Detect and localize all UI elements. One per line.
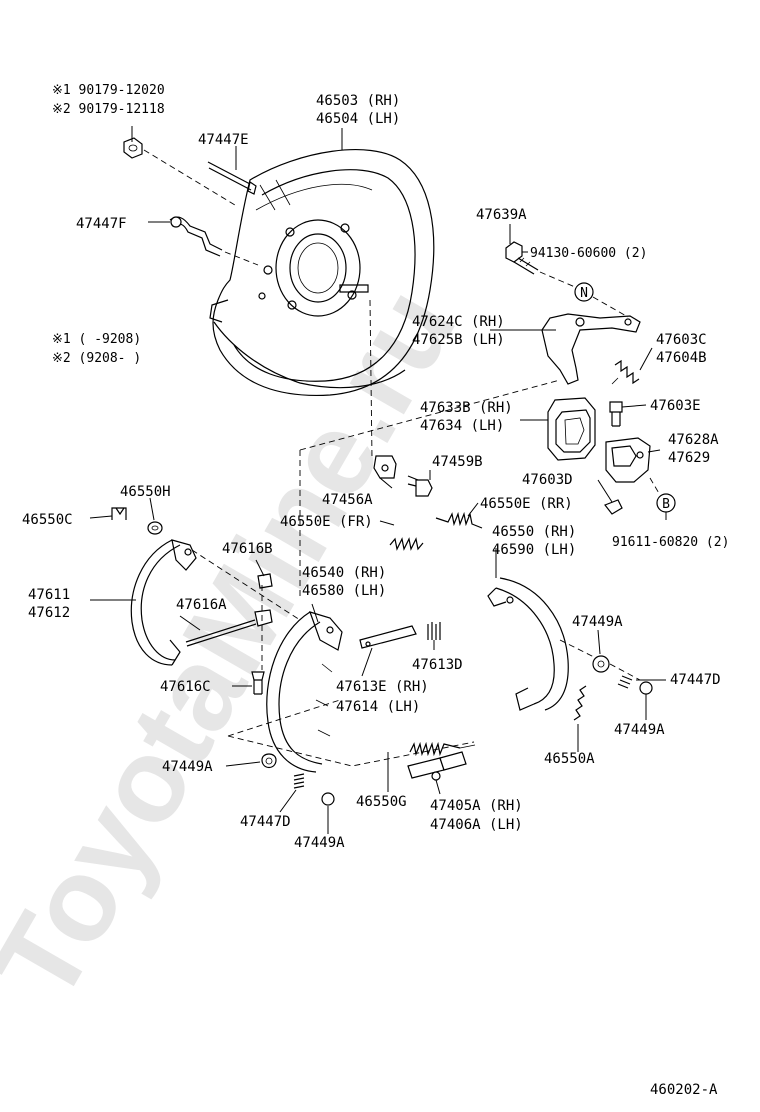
pin-47616C [251, 671, 265, 695]
spring-47613D [427, 622, 441, 640]
label-47634: 47634 (LH) [420, 418, 504, 434]
pipe-47447F [169, 216, 223, 257]
label-47405A: 47405A (RH) [430, 798, 523, 814]
label-46550E-rr: 46550E (RR) [480, 496, 573, 512]
callout-n-circle [574, 282, 594, 302]
label-47633B: 47633B (RH) [420, 400, 513, 416]
label-47612: 47612 [28, 605, 70, 621]
label-47406A: 47406A (LH) [430, 817, 523, 833]
label-47614: 47614 (LH) [336, 699, 420, 715]
label-47449A-right: 47449A [572, 614, 623, 630]
label-47624C: 47624C (RH) [412, 314, 505, 330]
label-94130-60600: 94130-60600 (2) [530, 246, 647, 261]
label-47459B: 47459B [432, 454, 483, 470]
label-47625B: 47625B (LH) [412, 332, 505, 348]
leader-lines [89, 126, 667, 834]
label-46540: 46540 (RH) [302, 565, 386, 581]
label-46580: 46580 (LH) [302, 583, 386, 599]
backing-plate [209, 149, 435, 397]
spring-47603C [611, 359, 640, 385]
label-46550A: 46550A [544, 751, 595, 767]
watermark: ToyotaMine.ru [0, 266, 481, 1023]
label-47449A-right2: 47449A [614, 722, 665, 738]
label-47611: 47611 [28, 587, 70, 603]
note1-date-range: ※1 ( -9208) [52, 332, 141, 347]
bolt-47639A [505, 241, 539, 275]
label-46550H: 46550H [120, 484, 171, 500]
label-47616B: 47616B [222, 541, 273, 557]
clip-47616B [257, 573, 273, 589]
note2-date-range: ※2 (9208- ) [52, 351, 141, 366]
strut-47613E [359, 625, 417, 649]
spring-47447D-r [617, 675, 633, 689]
callout-b: B [662, 497, 670, 512]
washer-46550H [147, 521, 163, 535]
label-46550C: 46550C [22, 512, 73, 528]
shoe-46550 [487, 577, 569, 711]
pin-47603E [609, 401, 623, 427]
plate-47456A [373, 455, 397, 479]
parking-lever-47624C [541, 313, 641, 385]
label-46550G: 46550G [356, 794, 407, 810]
label-47616A: 47616A [176, 597, 227, 613]
diagram-code: 460202-A [650, 1082, 718, 1098]
label-47603C: 47603C [656, 332, 707, 348]
note1-part-number: ※1 90179-12020 [52, 83, 165, 98]
label-47639A: 47639A [476, 207, 527, 223]
cable-47616A [185, 609, 273, 647]
label-46504: 46504 (LH) [316, 111, 400, 127]
cup-47449A-r2 [639, 681, 653, 695]
adjuster-47628A [605, 437, 651, 483]
spring-46550G [409, 741, 476, 757]
callout-n: N [580, 286, 588, 301]
bolt-47447E [207, 161, 257, 195]
pin-47459B [407, 475, 433, 497]
label-47447D-right: 47447D [670, 672, 721, 688]
label-47447E: 47447E [198, 132, 249, 148]
label-46503: 46503 (RH) [316, 93, 400, 109]
spring-47447D-l [293, 773, 305, 789]
cup-47449A-r [592, 655, 610, 673]
shoe-47611 [130, 539, 197, 666]
clip-46550C [111, 507, 127, 520]
spring-46550A [573, 685, 587, 721]
label-47629: 47629 [668, 450, 710, 466]
label-47603E: 47603E [650, 398, 701, 414]
spring-46550E-FR [389, 537, 424, 551]
label-47628A: 47628A [668, 432, 719, 448]
label-47449A-left: 47449A [162, 759, 213, 775]
label-46550-rh: 46550 (RH) [492, 524, 576, 540]
label-46590-lh: 46590 (LH) [492, 542, 576, 558]
label-47447D-left: 47447D [240, 814, 291, 830]
cup-47449A-b [321, 792, 335, 806]
label-91611-60820: 91611-60820 (2) [612, 535, 729, 550]
label-47604B: 47604B [656, 350, 707, 366]
clip-47603D [604, 499, 623, 515]
label-47447F: 47447F [76, 216, 127, 232]
nut-90179 [123, 137, 143, 159]
label-47616C: 47616C [160, 679, 211, 695]
label-47449A-bottom: 47449A [294, 835, 345, 851]
shoe-46540 [266, 611, 343, 773]
spring-46550E-RR [435, 511, 483, 529]
note2-part-number: ※2 90179-12118 [52, 102, 165, 117]
label-46550E-fr: 46550E (FR) [280, 514, 373, 530]
label-47613E: 47613E (RH) [336, 679, 429, 695]
label-47613D: 47613D [412, 657, 463, 673]
label-47603D: 47603D [522, 472, 573, 488]
wheel-cylinder-47405A [407, 751, 467, 781]
cup-47449A-l [261, 753, 277, 769]
strut-47633B [547, 397, 596, 461]
label-47456A: 47456A [322, 492, 373, 508]
